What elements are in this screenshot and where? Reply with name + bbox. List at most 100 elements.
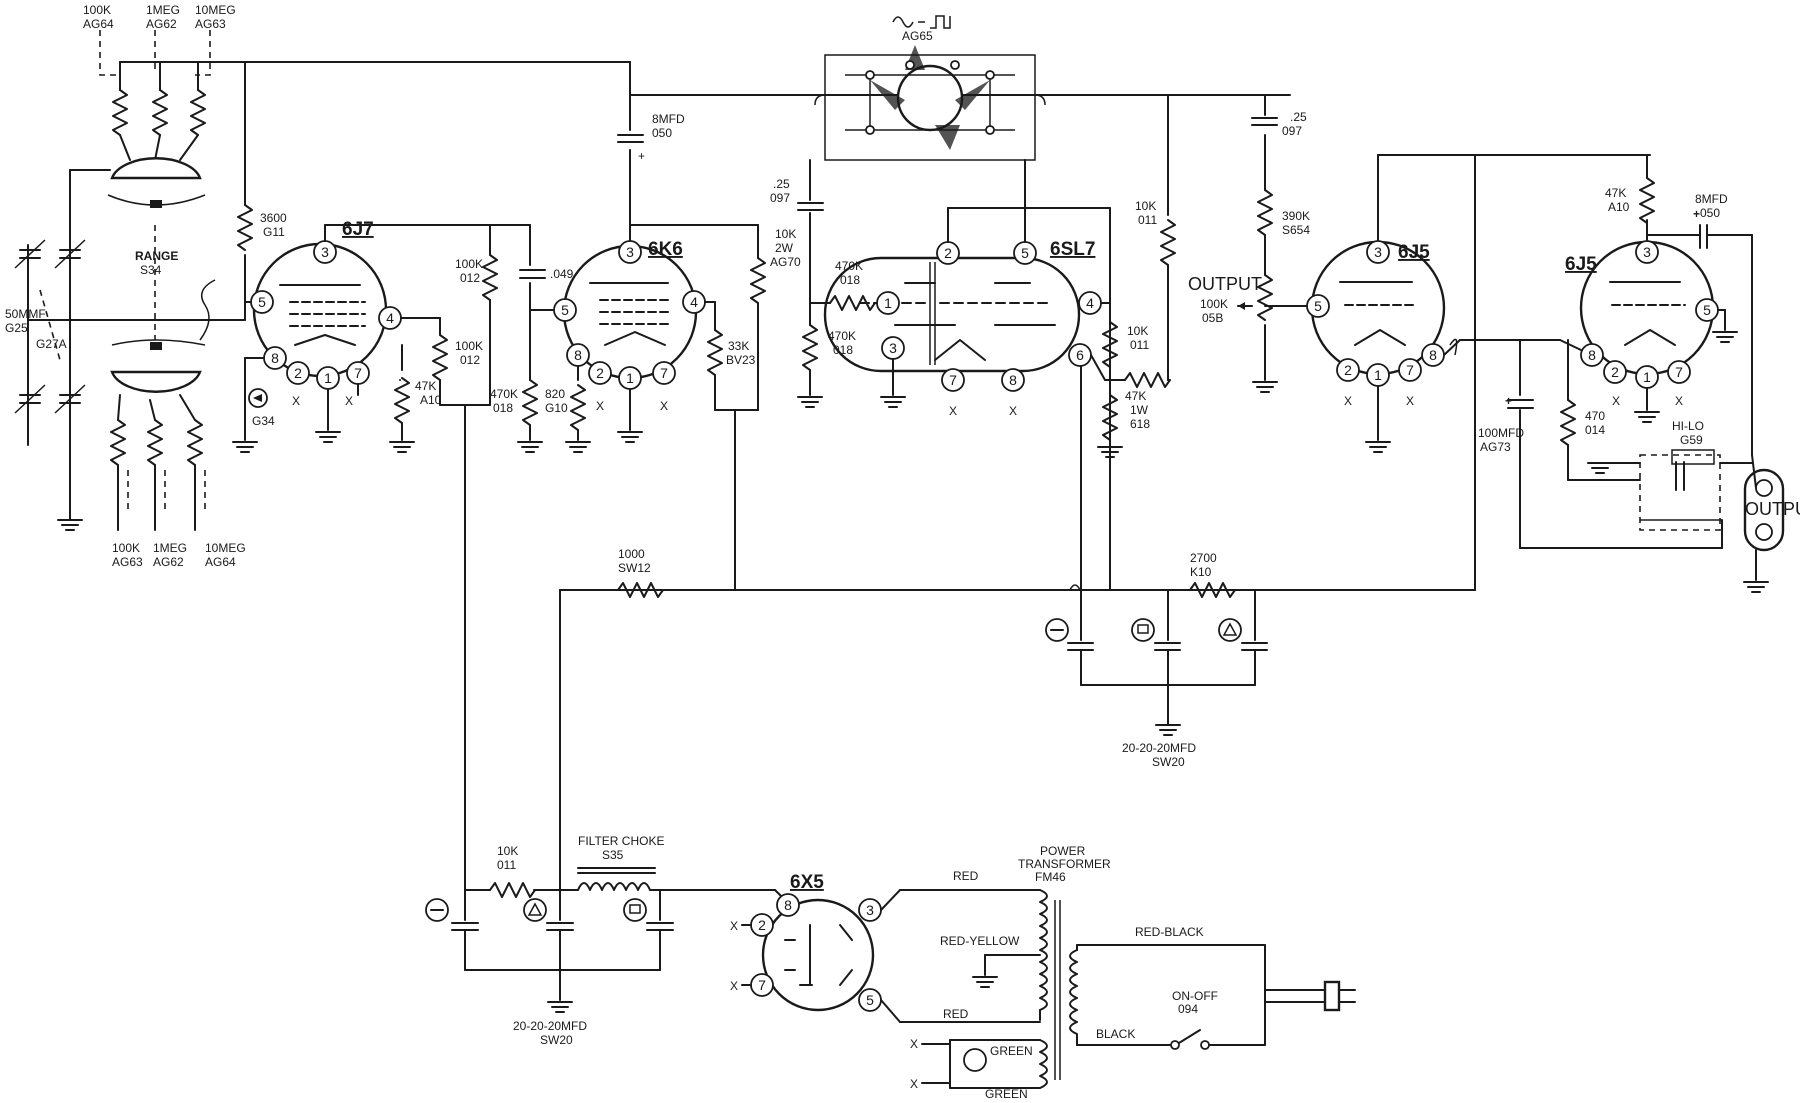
label-100k-05b-code: 05B bbox=[1202, 311, 1223, 325]
label-094: 094 bbox=[1178, 1002, 1198, 1016]
label-100k-05b-val: 100K bbox=[1200, 297, 1228, 311]
label-ag65: AG65 bbox=[902, 29, 933, 43]
label-47k-1w-w: 1W bbox=[1130, 403, 1149, 417]
label-c25-b-code: 097 bbox=[1282, 124, 1302, 138]
power-plug bbox=[1323, 980, 1341, 1012]
label-10k-d-val: 10K bbox=[497, 844, 518, 858]
label-20-20-20-b-val: 20-20-20MFD bbox=[513, 1019, 587, 1033]
label-c049: .049 bbox=[550, 267, 574, 281]
power-supply: 10K 011 FILTER CHOKE S35 20-20-20MFD bbox=[425, 834, 1356, 1101]
label-47k-a-code: A10 bbox=[420, 393, 442, 407]
pin-6sl7-7: 7 bbox=[949, 372, 957, 388]
range-switch-section: 100K AG64 1MEG AG62 10MEG AG63 RANGE S34 bbox=[5, 3, 246, 569]
label-47k-a-val: 47K bbox=[415, 379, 436, 393]
pin-6j7-7: 7 bbox=[354, 365, 362, 381]
label-red-top: RED bbox=[953, 869, 979, 883]
label-20-20-20-b-code: SW20 bbox=[540, 1033, 573, 1047]
heater-x-a: X bbox=[910, 1037, 918, 1051]
pin-6k6-4: 4 bbox=[690, 294, 698, 310]
label-820-val: 820 bbox=[545, 387, 565, 401]
label-10k-c-val: 10K bbox=[1127, 324, 1148, 338]
pin-6j5a-7: 7 bbox=[1406, 362, 1414, 378]
onoff-switch-lever[interactable] bbox=[1178, 1029, 1201, 1044]
pin-6j5b-8: 8 bbox=[1588, 347, 1596, 363]
pin-6x5-3: 3 bbox=[866, 902, 874, 918]
label-8mfd-b-val: 8MFD bbox=[1695, 192, 1728, 206]
label-390k-code: S654 bbox=[1282, 223, 1310, 237]
label-33k-val: 33K bbox=[728, 339, 749, 353]
label-100k-012b-val: 100K bbox=[455, 339, 483, 353]
pin-6sl7-5: 5 bbox=[1021, 245, 1029, 261]
pin-6x5-x-a: X bbox=[730, 919, 738, 933]
label-10k-a-val: 10K bbox=[775, 227, 796, 241]
filter-choke-coil bbox=[577, 882, 651, 891]
pin-6x5-2: 2 bbox=[758, 917, 766, 933]
hilo-switch[interactable] bbox=[1639, 454, 1721, 531]
label-47k-1w-val: 47K bbox=[1125, 389, 1146, 403]
label-470k-c-val: 470K bbox=[828, 329, 856, 343]
label-red-black: RED-BLACK bbox=[1135, 925, 1204, 939]
pin-6x5-5: 5 bbox=[866, 992, 874, 1008]
label-2700-code: K10 bbox=[1190, 565, 1212, 579]
label-c25-a-val: .25 bbox=[773, 177, 790, 191]
tube-label-6k6: 6K6 bbox=[648, 239, 683, 260]
svg-text:+: + bbox=[1505, 394, 1512, 408]
label-47k-b-code: A10 bbox=[1608, 200, 1630, 214]
label-ag63-bot: AG63 bbox=[112, 555, 143, 569]
pin-6j5a-1: 1 bbox=[1374, 367, 1382, 383]
label-100k-012a-code: 012 bbox=[460, 271, 480, 285]
pin-6j7-3: 3 bbox=[321, 244, 329, 260]
output-jack bbox=[1743, 468, 1785, 552]
label-green-a: GREEN bbox=[990, 1044, 1033, 1058]
label-100k-top: 100K bbox=[83, 3, 111, 17]
label-range: RANGE bbox=[135, 249, 178, 263]
pin-6k6-3: 3 bbox=[626, 244, 634, 260]
pin-6sl7-2: 2 bbox=[944, 245, 952, 261]
stage-6sl7: 6SL7 2 5 1 4 3 6 7 8 X X bbox=[797, 94, 1176, 591]
label-470k-b-code: 018 bbox=[840, 273, 860, 287]
stage-6k6: .049 470K 018 6K6 3 5 4 8 2 1 7 X X bbox=[490, 112, 801, 591]
label-20-20-20-a-val: 20-20-20MFD bbox=[1122, 741, 1196, 755]
tube-label-6j7: 6J7 bbox=[342, 219, 374, 240]
label-10k-a-code: AG70 bbox=[770, 255, 801, 269]
label-33k-code: BV23 bbox=[726, 353, 756, 367]
label-power: POWER bbox=[1040, 844, 1086, 858]
label-2700-val: 2700 bbox=[1190, 551, 1217, 565]
label-red-yellow: RED-YELLOW bbox=[940, 934, 1020, 948]
pin-6k6-x-a: X bbox=[596, 399, 604, 413]
tube-6sl7-envelope bbox=[823, 256, 1081, 373]
label-8mfd-b-code: 050 bbox=[1700, 206, 1720, 220]
label-10k-c-code: 011 bbox=[1130, 338, 1149, 352]
svg-text:+: + bbox=[638, 149, 645, 163]
label-10meg-bot: 10MEG bbox=[205, 541, 246, 555]
label-470-code: 014 bbox=[1585, 423, 1605, 437]
label-10k-b-code: 011 bbox=[1138, 213, 1157, 227]
pin-6j5b-7: 7 bbox=[1675, 364, 1683, 380]
label-onoff: ON-OFF bbox=[1172, 989, 1218, 1003]
tube-label-6x5: 6X5 bbox=[790, 872, 824, 893]
tube-6x5-envelope bbox=[761, 898, 875, 1012]
pin-6j5a-3: 3 bbox=[1374, 244, 1382, 260]
label-1meg-top: 1MEG bbox=[146, 3, 180, 17]
pin-6j5b-5: 5 bbox=[1703, 302, 1711, 318]
heater-x-b: X bbox=[910, 1077, 918, 1091]
pin-6j5b-3: 3 bbox=[1643, 244, 1651, 260]
label-100mfd-code: AG73 bbox=[1480, 440, 1511, 454]
label-ag63-top: AG63 bbox=[195, 17, 226, 31]
label-filter-choke: FILTER CHOKE bbox=[578, 834, 664, 848]
pin-6j5a-x-a: X bbox=[1344, 394, 1352, 408]
label-output-jack: OUTPUT bbox=[1745, 499, 1800, 519]
pin-6sl7-6: 6 bbox=[1076, 347, 1084, 363]
pin-6x5-x-b: X bbox=[730, 979, 738, 993]
label-c25-a-code: 097 bbox=[770, 191, 790, 205]
pin-6j5b-x-b: X bbox=[1675, 394, 1683, 408]
label-20-20-20-a-code: SW20 bbox=[1152, 755, 1185, 769]
pilot-lamp bbox=[963, 1048, 987, 1072]
transformer-heater-winding bbox=[1039, 1039, 1048, 1089]
stage-6j5-second: 47K A10 + 8MFD 050 6J5 3 5 8 2 1 7 X X bbox=[1478, 177, 1800, 593]
pin-6j5b-1: 1 bbox=[1643, 369, 1651, 385]
label-output-pot: OUTPUT bbox=[1188, 274, 1262, 294]
label-g59: G59 bbox=[1680, 433, 1703, 447]
pin-6j5a-x-b: X bbox=[1406, 394, 1414, 408]
tube-label-6j5-second: 6J5 bbox=[1565, 254, 1597, 275]
